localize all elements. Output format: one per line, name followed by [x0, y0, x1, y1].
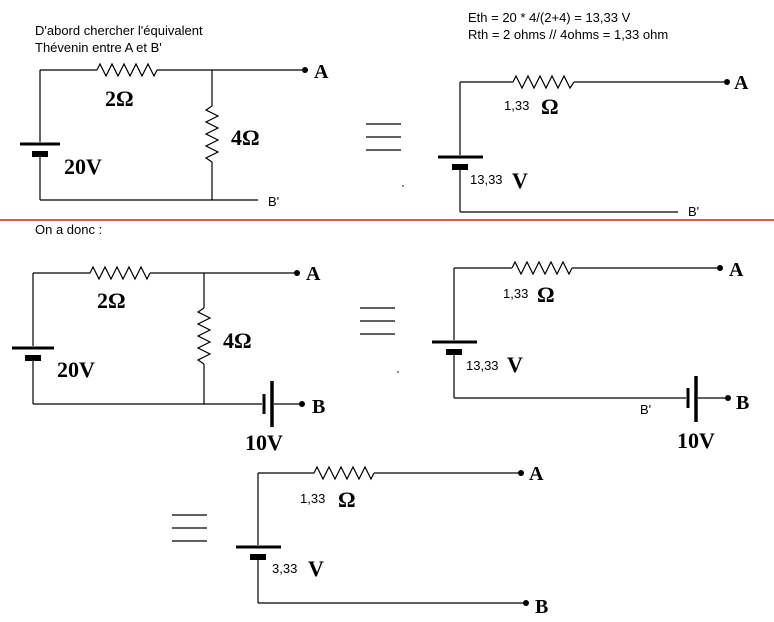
node-bp-label: B': [688, 204, 699, 219]
node-b-label: B: [312, 396, 325, 418]
node-a-dot: [294, 270, 300, 276]
intro-line-2: Thévenin entre A et B': [35, 40, 162, 55]
label-13-33: 13,33: [466, 358, 499, 373]
node-a-label: A: [729, 259, 744, 281]
circuit-final-equivalent: A B 1,33 Ω 3,33 V: [236, 463, 548, 618]
node-a-label: A: [314, 61, 329, 83]
resistor-1-33-ohm: [511, 260, 573, 276]
label-13-33: 13,33: [470, 172, 503, 187]
node-b-dot: [523, 600, 529, 606]
node-a-label: A: [734, 72, 749, 94]
circuit-original-top: A 2Ω 4Ω 20V B': [20, 61, 329, 209]
resistor-4-ohm: [196, 307, 212, 365]
node-a-label: A: [529, 463, 544, 485]
node-b-dot: [725, 395, 731, 401]
resistor-2-ohm: [96, 62, 158, 78]
node-a-dot: [717, 265, 723, 271]
label-10v: 10V: [677, 428, 715, 453]
node-b-label: B: [535, 596, 548, 618]
node-a-dot: [302, 67, 308, 73]
resistor-4-ohm: [204, 105, 220, 163]
node-bp-label: B': [268, 194, 279, 209]
label-2-ohm: 2Ω: [97, 288, 126, 313]
circuit-thevenin-top: A 1,33 Ω 13,33 V B': [438, 72, 749, 219]
label-1-33: 1,33: [504, 98, 529, 113]
node-a-label: A: [306, 263, 321, 285]
node-b-dot: [299, 401, 305, 407]
resistor-2-ohm: [89, 265, 151, 281]
label-ohm: Ω: [338, 487, 356, 512]
circuit-with-10v-source: A B 2Ω 4Ω 20V 10V: [12, 263, 325, 455]
label-volt: V: [512, 168, 528, 193]
label-1-33: 1,33: [300, 491, 325, 506]
equivalence-sign-1: [366, 123, 401, 151]
node-b-label: B: [736, 392, 749, 414]
circuit-thevenin-with-10v: A B 1,33 Ω 13,33 V B' 10V: [432, 259, 749, 453]
intro-line-1: D'abord chercher l'équivalent: [35, 23, 203, 38]
resistor-1-33-ohm: [313, 465, 375, 481]
label-4-ohm: 4Ω: [231, 125, 260, 150]
label-10v: 10V: [245, 430, 283, 455]
label-volt: V: [308, 556, 324, 581]
equivalence-sign-3: [172, 514, 207, 542]
node-a-dot: [724, 79, 730, 85]
label-20v: 20V: [57, 357, 95, 382]
node-a-dot: [518, 470, 524, 476]
label-20v: 20V: [64, 154, 102, 179]
label-4-ohm: 4Ω: [223, 328, 252, 353]
equivalence-sign-2: [360, 307, 395, 335]
label-3-33: 3,33: [272, 561, 297, 576]
rth-formula: Rth = 2 ohms // 4ohms = 1,33 ohm: [468, 27, 668, 42]
node-bp-label: B': [640, 402, 651, 417]
section2-label: On a donc :: [35, 222, 102, 237]
resistor-1-33-ohm: [512, 74, 575, 90]
label-2-ohm: 2Ω: [105, 86, 134, 111]
label-ohm: Ω: [537, 282, 555, 307]
label-volt: V: [507, 352, 523, 377]
label-1-33: 1,33: [503, 286, 528, 301]
label-ohm: Ω: [541, 94, 559, 119]
eth-formula: Eth = 20 * 4/(2+4) = 13,33 V: [468, 10, 631, 25]
